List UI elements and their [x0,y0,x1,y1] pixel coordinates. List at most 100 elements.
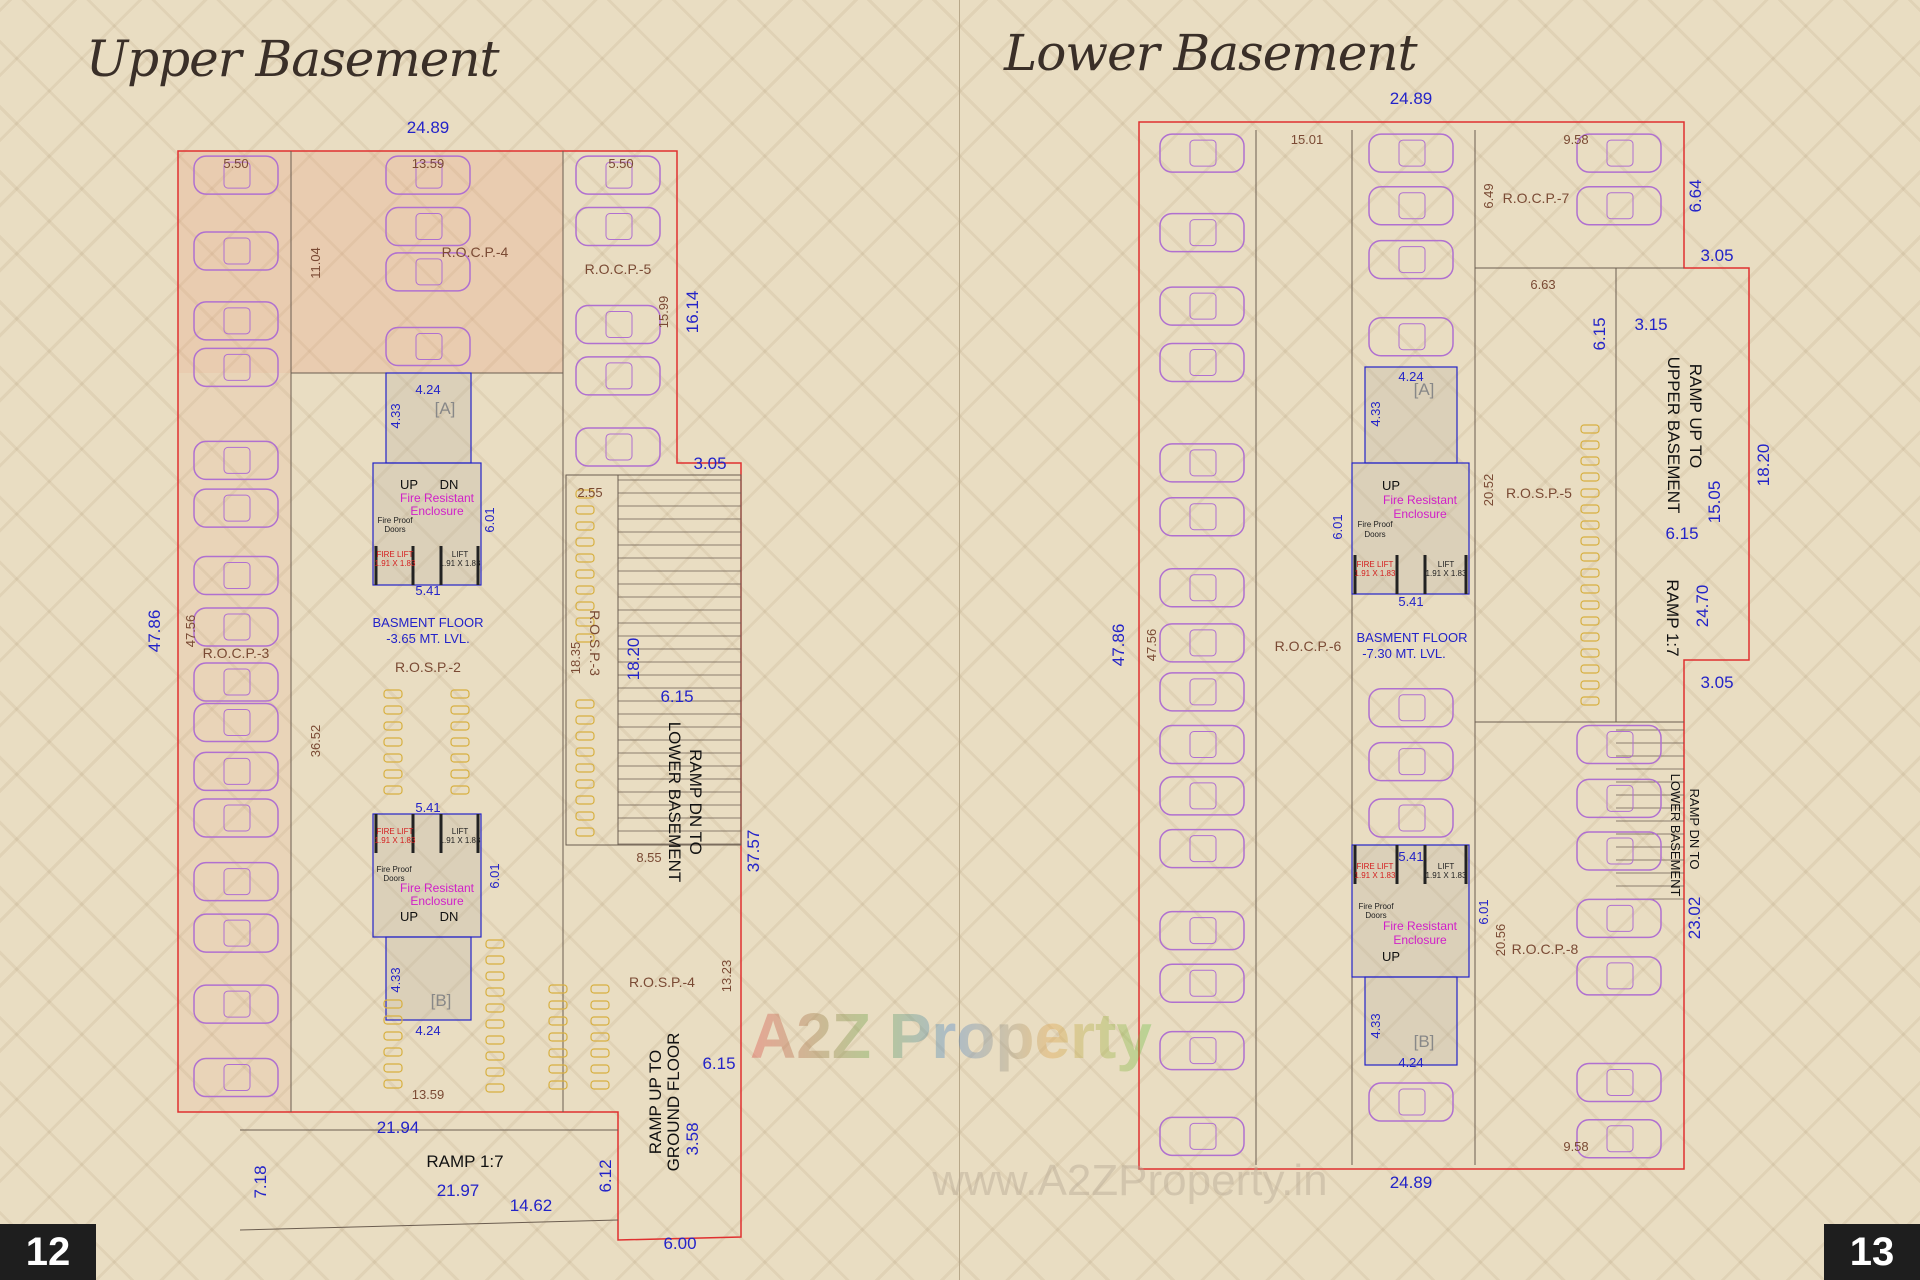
car-parking-space [193,702,279,743]
bike-space [575,569,595,579]
bike-space [450,737,470,747]
zone-label: R.O.C.P.-6 [1275,638,1342,654]
car-parking-space [1368,798,1454,838]
core-depth-label: 4.33 [1368,401,1383,426]
bike-space [383,1063,403,1073]
car-parking-space [1159,623,1245,663]
bike-space [575,699,595,709]
bike-space [575,811,595,821]
bike-space [548,1000,568,1010]
car-parking-space [1368,133,1454,173]
dimension-label: 6.49 [1481,183,1496,208]
dimension-label: 20.56 [1493,924,1508,957]
core-width-label: 4.24 [415,1023,440,1038]
upper-core-b: 5.41 FIRE LIFT 1.91 X 1.83 LIFT 1.91 X 1… [375,800,502,1038]
core-depth-label: 4.33 [388,967,403,992]
car-parking-space [1159,286,1245,326]
bike-space [485,971,505,981]
car-parking-space [1576,898,1662,939]
dimension-label: 9.58 [1563,1139,1588,1154]
bike-space [1580,568,1600,578]
bike-space [575,553,595,563]
bike-space [575,731,595,741]
dimension-label: 6.15 [702,1054,735,1073]
car-parking-space [193,751,279,792]
core-tag: [B] [431,991,452,1010]
zone-label: R.O.C.P.-5 [585,261,652,277]
stair-up-label: UP [1382,478,1400,493]
car-parking-space [193,301,279,341]
bike-space [1580,472,1600,482]
doors-label: Doors [1365,911,1386,920]
doors-label: Fire Proof [377,516,413,525]
upper-zone-labels: R.O.C.P.-4 R.O.C.P.-5 R.O.C.P.-3 R.O.S.P… [203,244,705,1171]
dimension-label: 13.59 [412,1087,445,1102]
lower-core-a: 4.24 [A] 4.33 UP Fire Resistant Enclosur… [1330,369,1467,609]
zone-label: R.O.C.P.-4 [442,244,509,260]
bike-space [548,1032,568,1042]
bike-space [383,1079,403,1089]
ramp-label: RAMP 1:7 [1663,579,1682,656]
bike-space [485,1083,505,1093]
bike-space [485,955,505,965]
floor-level-label: BASMENT FLOOR [1356,630,1467,645]
upper-ramp-steps [618,479,741,845]
car-parking-space [1368,316,1454,357]
zone-label: R.O.S.P.-3 [587,610,603,676]
page-title-lower-basement: Lower Basement [1004,24,1418,82]
dimension-label: 47.56 [1144,629,1159,662]
car-parking-space [1576,831,1662,871]
car-parking-space [1576,133,1662,173]
stair-down-label: DN [440,477,459,492]
core-depth-label: 4.33 [388,403,403,428]
bike-space [590,1048,610,1058]
dimension-label: 2.55 [577,485,602,500]
dimension-label: 6.15 [660,687,693,706]
bike-space [1580,632,1600,642]
bike-space [1580,616,1600,626]
core-height-label: 6.01 [1476,899,1491,924]
bike-space [575,505,595,515]
bike-space [383,705,403,715]
bike-space [575,537,595,547]
enclosure-label: Fire Resistant [1383,493,1458,507]
dimension-label: 5.50 [223,156,248,171]
car-parking-space [1159,443,1245,483]
car-parking-space [1368,239,1454,280]
car-parking-space [1576,1062,1662,1103]
upper-core-a: 4.24 4.33 [A] UP DN Fire Resistant Enclo… [375,382,497,598]
bike-space [383,785,403,795]
lift-size: 1.91 X 1.83 [440,559,481,568]
car-parking-space [1159,828,1245,869]
bike-space [383,769,403,779]
upper-internal-walls [239,151,742,1231]
doors-label: Fire Proof [376,865,412,874]
upper-dimension-labels: 24.89 5.50 13.59 5.50 11.04 15.99 16.14 … [145,118,763,1253]
dimension-label: 6.12 [596,1159,615,1192]
upper-basement-plan [177,150,742,1241]
floor-level-label: BASMENT FLOOR [372,615,483,630]
car-parking-space [193,555,279,596]
dimension-label: 8.55 [636,850,661,865]
lift-label: LIFT [452,550,469,559]
ramp-label: GROUND FLOOR [664,1033,683,1172]
dimension-label: 7.18 [251,1165,270,1198]
car-parking-space [575,427,661,467]
car-parking-space [1159,963,1245,1004]
page-number-left: 12 [0,1224,96,1280]
fire-lift-size: 1.91 X 1.83 [1355,871,1396,880]
car-parking-space [575,356,661,396]
car-parking-space [193,861,279,902]
enclosure-label: Fire Resistant [1383,919,1458,933]
stair-up-label: UP [1382,949,1400,964]
core-width-label: 4.24 [415,382,440,397]
enclosure-label: Enclosure [1393,507,1447,521]
dimension-label: 3.05 [693,454,726,473]
zone-label: R.O.C.P.-3 [203,645,270,661]
upper-boundary [177,150,742,1241]
enclosure-label: Enclosure [410,504,464,518]
dimension-label: 6.15 [1665,524,1698,543]
dimension-label: 6.63 [1530,277,1555,292]
lower-dimension-labels: 24.89 15.01 9.58 6.49 6.64 3.05 6.63 6.1… [1109,89,1773,1192]
